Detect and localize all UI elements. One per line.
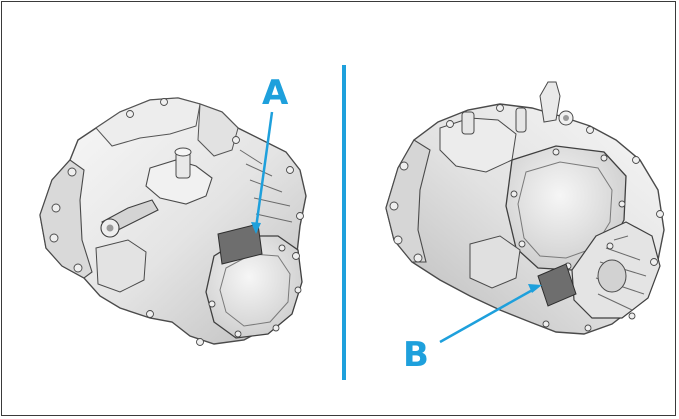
callout-a: A (251, 73, 289, 234)
divider-line (342, 65, 346, 380)
callout-a-label: A (262, 73, 289, 113)
callout-a-leader (254, 111, 274, 229)
gearbox-left (39, 97, 307, 346)
id-plate-b (537, 263, 577, 307)
callout-b: B (403, 284, 542, 375)
callout-b-label: B (403, 335, 429, 375)
id-plate-a (217, 223, 263, 265)
callout-b-arrowhead (528, 284, 542, 293)
callout-a-arrowhead (251, 222, 261, 234)
callout-b-leader (439, 286, 537, 344)
gearbox-right (385, 81, 665, 335)
